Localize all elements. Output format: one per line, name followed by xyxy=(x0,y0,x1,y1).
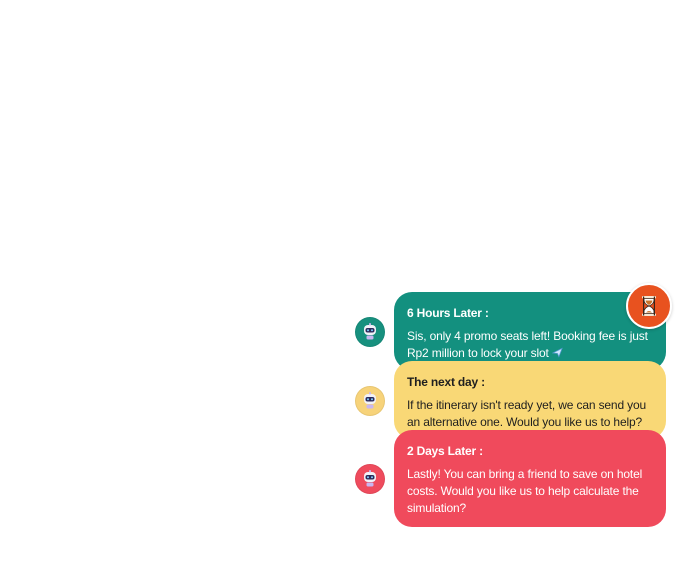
message-text: If the itinerary isn't ready yet, we can… xyxy=(407,397,654,449)
message-body: If the itinerary isn't ready yet, we can… xyxy=(407,398,647,429)
bot-avatar-1 xyxy=(355,317,385,347)
message-body: Sis, only 4 promo seats left! Booking fe… xyxy=(407,329,648,360)
hourglass-icon xyxy=(626,283,672,329)
message-bubble-3: 2 Days Later : Lastly! You can bring a f… xyxy=(394,430,666,527)
robot-icon xyxy=(364,323,376,340)
message-text: Lastly! You can bring a friend to save o… xyxy=(407,467,643,515)
bot-avatar-2 xyxy=(355,386,385,416)
robot-icon xyxy=(364,392,376,409)
message-text: Sis, only 4 promo seats left! Booking fe… xyxy=(407,328,654,363)
message-heading: The next day : xyxy=(407,375,485,389)
message-heading: 6 Hours Later : xyxy=(407,306,489,320)
bot-avatar-3 xyxy=(355,464,385,494)
airplane-icon xyxy=(551,346,563,363)
robot-icon xyxy=(364,470,376,487)
message-heading: 2 Days Later : xyxy=(407,444,483,458)
message-bubble-1: 6 Hours Later : Sis, only 4 promo seats … xyxy=(394,292,666,370)
message-bubble-2: The next day : If the itinerary isn't re… xyxy=(394,361,666,444)
